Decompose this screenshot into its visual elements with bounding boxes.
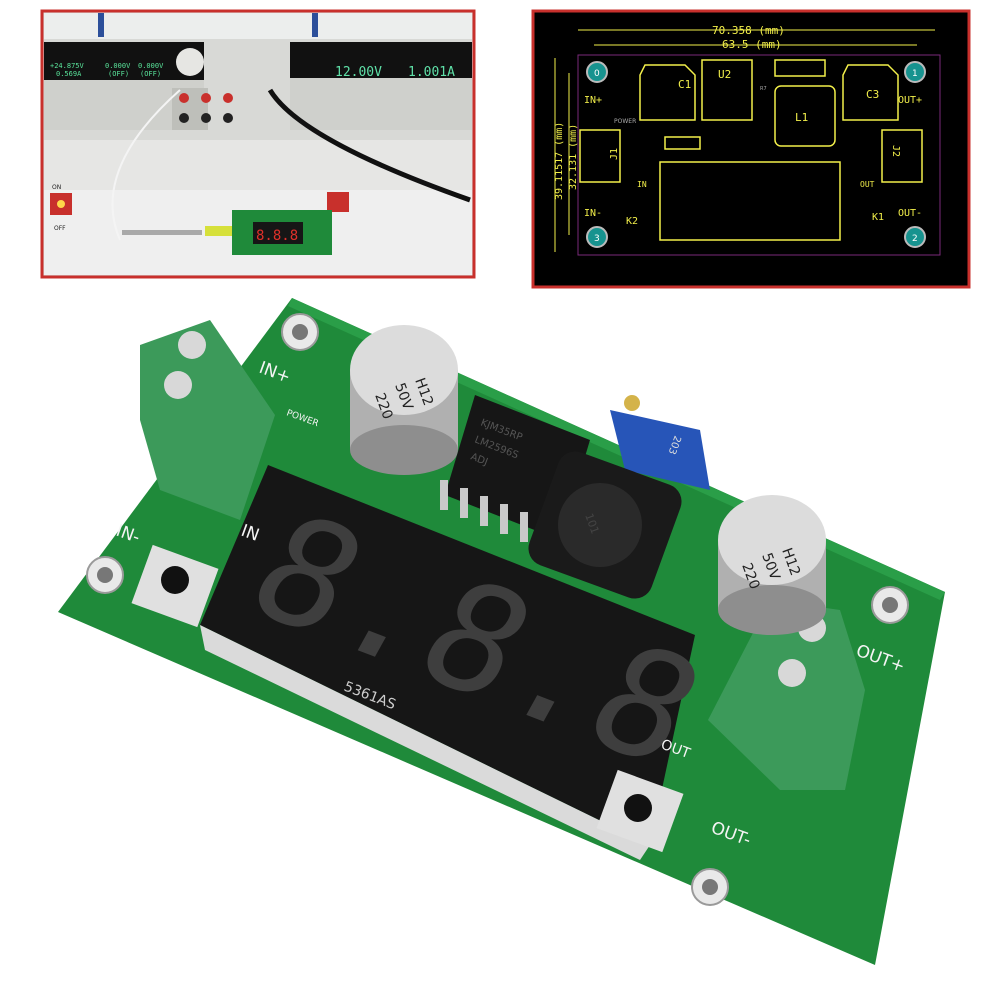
hole-0: 0 bbox=[594, 69, 600, 79]
trimmer-potentiometer: 203 bbox=[610, 395, 710, 490]
part-j1: J1 bbox=[609, 148, 620, 160]
pcb-layout-diagram: 70.358 (mm) 63.5 (mm) 39.11517 (mm) 32.1… bbox=[531, 9, 971, 289]
switch-off-label: OFF bbox=[54, 225, 66, 232]
dimension-width-outer: 70.358 (mm) bbox=[712, 24, 785, 37]
label-out-minus: OUT- bbox=[898, 208, 922, 219]
part-l1: L1 bbox=[795, 111, 808, 124]
label-in: IN bbox=[238, 521, 262, 546]
dimension-width-inner: 63.5 (mm) bbox=[722, 38, 782, 51]
load-voltage: 12.00V bbox=[335, 65, 382, 80]
part-j2: J2 bbox=[890, 145, 901, 157]
input-capacitor: 220 50V H12 bbox=[350, 325, 458, 475]
input-push-button[interactable] bbox=[131, 544, 219, 628]
input-terminal-block bbox=[140, 320, 275, 520]
psu-status-3: (OFF) bbox=[140, 70, 161, 78]
label-power: POWER bbox=[614, 118, 636, 125]
psu-voltage-3: 0.000V bbox=[138, 62, 164, 70]
label-out-plus: OUT+ bbox=[898, 95, 922, 106]
part-c1: C1 bbox=[678, 78, 691, 91]
psu-current-1: 0.569A bbox=[56, 70, 82, 78]
power-supply: +24.875V 0.569A 0.000V (OFF) 0.000V (OFF… bbox=[44, 42, 233, 130]
psu-voltage-2: 0.000V bbox=[105, 62, 131, 70]
psu-status-2: (OFF) bbox=[108, 70, 129, 78]
part-c3: C3 bbox=[866, 88, 879, 101]
psu-voltage-1: +24.875V bbox=[50, 62, 85, 70]
module-in-photo: 8.8.8 bbox=[232, 210, 332, 255]
label-in: IN bbox=[637, 180, 647, 189]
dimension-height-inner: 32.131 (mm) bbox=[568, 124, 579, 190]
hole-1: 1 bbox=[912, 69, 918, 79]
part-r7: R7 bbox=[760, 86, 767, 92]
label-in-plus: IN+ bbox=[584, 95, 602, 106]
module-display: 8.8.8 bbox=[256, 228, 298, 244]
inductor: 101 bbox=[528, 451, 682, 599]
label-out: OUT bbox=[860, 180, 875, 189]
dimension-height-outer: 39.11517 (mm) bbox=[554, 122, 565, 200]
lab-photo: +24.875V 0.569A 0.000V (OFF) 0.000V (OFF… bbox=[40, 9, 476, 279]
label-in-minus: IN- bbox=[584, 208, 602, 219]
switch-on-label: ON bbox=[52, 184, 61, 191]
part-k2: K2 bbox=[626, 216, 638, 227]
part-k1: K1 bbox=[872, 212, 884, 223]
hole-3: 3 bbox=[594, 234, 600, 244]
buck-converter-module: 220 50V H12 220 50V H12 KJM35RP LM2596S … bbox=[58, 298, 945, 965]
electronic-load: 12.00V 1.001A bbox=[290, 42, 472, 130]
part-u2: U2 bbox=[718, 68, 731, 81]
hole-2: 2 bbox=[912, 234, 918, 244]
output-push-button[interactable] bbox=[596, 769, 684, 853]
load-current: 1.001A bbox=[408, 65, 455, 80]
output-capacitor: 220 50V H12 bbox=[718, 495, 826, 635]
